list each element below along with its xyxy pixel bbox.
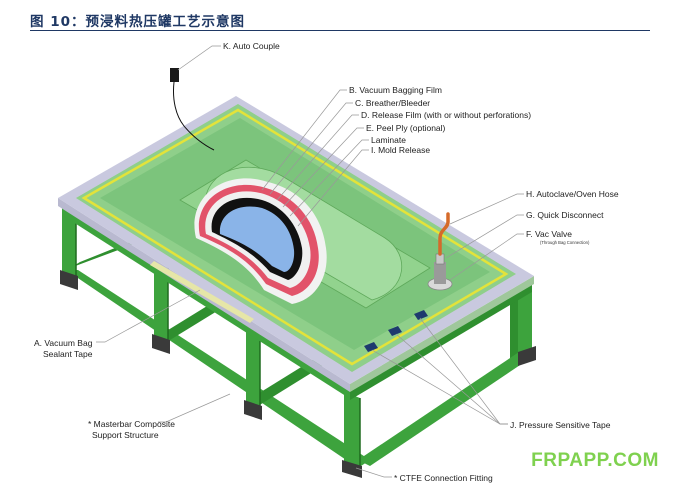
leader-sealant-tape xyxy=(96,289,201,343)
watermark: FRPAPP.COM xyxy=(531,450,659,471)
pressure-tape-mark xyxy=(414,310,428,320)
label-sealant-tape-line1: A. Vacuum Bag xyxy=(34,338,93,348)
frame-leg-mid-left xyxy=(154,262,168,342)
sealant-tape-strip xyxy=(150,261,254,323)
frame-bottom-rail-right xyxy=(358,350,535,466)
title-rule xyxy=(30,30,650,31)
auto-couple-body xyxy=(170,68,179,82)
frame-leg-mid-front xyxy=(246,325,260,408)
pressure-tape-marks xyxy=(364,310,428,352)
leader-peel-ply xyxy=(282,127,364,208)
leader-pressure-tape-3 xyxy=(419,317,508,425)
leader-mold-release xyxy=(297,149,369,227)
pressure-tape-mark xyxy=(364,342,378,352)
label-breather-bleeder: C. Breather/Bleeder xyxy=(355,98,430,108)
label-vac-valve: F. Vac Valve xyxy=(526,229,572,239)
leader-release-film xyxy=(276,114,359,201)
leader-ctfe xyxy=(355,467,392,478)
label-quick-disconnect: G. Quick Disconnect xyxy=(526,210,604,220)
frame-foot xyxy=(518,346,536,366)
leader-bagging-film xyxy=(261,89,347,191)
label-release-film: D. Release Film (with or without perfora… xyxy=(361,110,531,120)
frame-leg-front-left xyxy=(62,205,76,278)
label-auto-couple: K. Auto Couple xyxy=(223,41,280,51)
label-ctfe-fitting: * CTFE Connection Fitting xyxy=(394,473,493,483)
leader-hose xyxy=(449,193,524,225)
leader-masterbar xyxy=(158,393,231,423)
frame-foot xyxy=(60,270,78,290)
label-sealant-tape-line2: Sealant Tape xyxy=(43,349,93,359)
leader-quick-disconnect xyxy=(445,214,524,259)
label-pressure-sensitive-tape: J. Pressure Sensitive Tape xyxy=(510,420,611,430)
auto-couple-assembly xyxy=(170,68,215,151)
label-laminate: Laminate xyxy=(371,135,406,145)
figure-title: 图 10：预浸料热压罐工艺示意图 xyxy=(30,14,245,30)
vac-valve-stem xyxy=(434,262,446,284)
support-frame xyxy=(60,203,536,478)
frame-foot xyxy=(152,334,170,354)
leader-auto-couple xyxy=(177,45,221,71)
autoclave-hose xyxy=(438,212,450,256)
plate-edge-right xyxy=(350,276,534,392)
label-masterbar-line1: * Masterbar Composite xyxy=(88,419,175,429)
laminate-layer xyxy=(219,206,295,272)
vac-valve-assembly xyxy=(427,212,453,291)
frame-foot xyxy=(342,460,362,478)
frame-bottom-rail-left xyxy=(66,270,370,468)
label-peel-ply: E. Peel Ply (optional) xyxy=(366,123,446,133)
frame-leg-right xyxy=(518,290,532,362)
leader-laminate xyxy=(289,139,369,217)
label-autoclave-hose: H. Autoclave/Oven Hose xyxy=(526,189,619,199)
leader-lines xyxy=(96,45,524,478)
pressure-tape-mark xyxy=(388,326,402,336)
label-vac-valve-note: (Through Bag Connection) xyxy=(540,240,590,245)
label-mold-release: I. Mold Release xyxy=(371,145,430,155)
dome-layup xyxy=(179,159,431,309)
auto-couple-cable xyxy=(173,81,215,151)
sealant-rim xyxy=(81,108,509,366)
labels: K. Auto Couple B. Vacuum Bagging Film C.… xyxy=(34,41,619,483)
leader-breather xyxy=(269,102,353,195)
label-vacuum-bagging-film: B. Vacuum Bagging Film xyxy=(349,85,442,95)
frame-leg-front-corner xyxy=(344,392,360,468)
frame-foot xyxy=(244,400,262,420)
label-masterbar-line2: Support Structure xyxy=(92,430,159,440)
leader-vac-valve xyxy=(449,233,524,281)
